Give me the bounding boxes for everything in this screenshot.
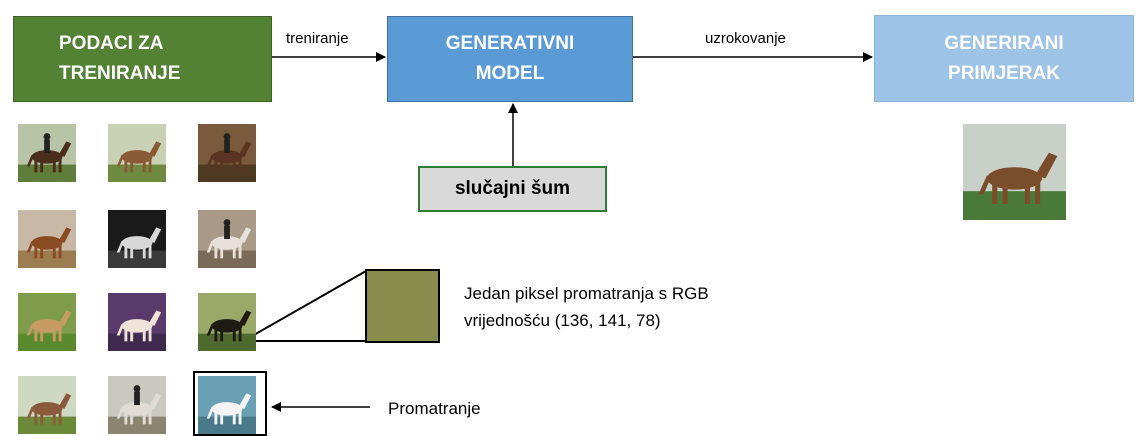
training-data-label: PODACI ZA TRENIRANJE: [59, 33, 181, 84]
training-image-thumbnail: [198, 293, 256, 351]
training-image-thumbnail: [18, 210, 76, 268]
training-image-thumbnail: [198, 376, 256, 434]
pixel-swatch: [365, 269, 440, 343]
observation-label: Promatranje: [388, 399, 481, 418]
edge-label-training: treniranje: [286, 30, 349, 47]
training-image-thumbnail: [18, 376, 76, 434]
training-image-thumbnail: [108, 124, 166, 182]
generative-model-label: GENERATIVNI MODEL: [445, 33, 575, 84]
edge-label-sampling: uzrokovanje: [705, 30, 786, 47]
training-image-thumbnail: [18, 124, 76, 182]
training-data-box: PODACI ZA TRENIRANJE: [13, 16, 272, 102]
zoom-line-top: [244, 270, 367, 341]
training-image-thumbnail: [108, 376, 166, 434]
training-image-thumbnail: [18, 293, 76, 351]
generated-sample-box: GENERIRANI PRIMJERAK: [874, 15, 1134, 102]
training-image-thumbnail: [108, 293, 166, 351]
random-noise-box: slučajni šum: [418, 166, 607, 212]
random-noise-label: slučajni šum: [454, 178, 571, 199]
observation-highlight-frame: [193, 371, 267, 436]
training-image-thumbnail: [198, 124, 256, 182]
training-image-thumbnail: [108, 210, 166, 268]
pixel-note: Jedan piksel promatranja s RGB vrijednoš…: [464, 284, 709, 330]
training-image-thumbnail: [198, 210, 256, 268]
generated-sample-label: GENERIRANI PRIMJERAK: [944, 32, 1064, 84]
generated-image: [963, 124, 1066, 220]
generative-model-box: GENERATIVNI MODEL: [387, 16, 633, 102]
